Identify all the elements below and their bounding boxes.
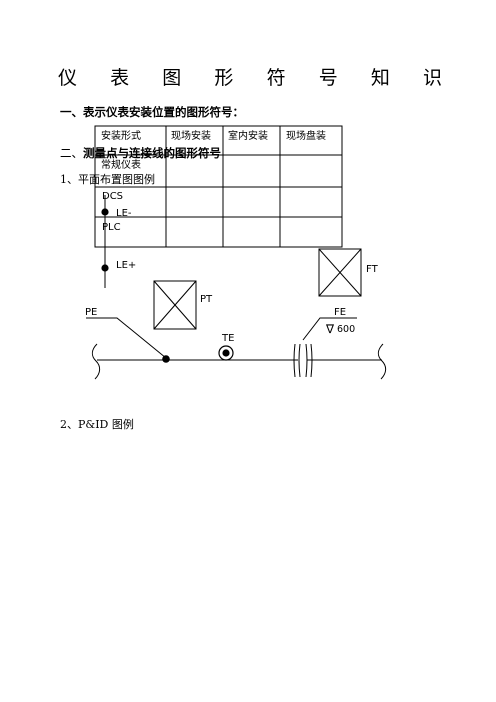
le-plus-dot [101, 264, 109, 272]
table-header: 现场盘装 [286, 129, 326, 142]
item-1-heading: 1、平面布置图图例 [60, 173, 155, 186]
ft-box [318, 248, 362, 297]
fe-label: FE [334, 307, 346, 318]
flange-left [293, 343, 296, 378]
title-char: 符 [266, 67, 286, 89]
section-2-text: 测量点与连接线的图形符号 [83, 146, 221, 160]
te-thermowell-dot [222, 349, 230, 357]
le-plus-label: LE+ [116, 260, 136, 271]
item-2-heading: 2、P&ID 图例 [60, 418, 134, 431]
pt-label: PT [200, 294, 213, 305]
title-char: 识 [422, 67, 442, 89]
pt-instrument-box [153, 280, 197, 330]
le-minus-dot [101, 208, 109, 216]
pipe-break-left [91, 343, 101, 380]
section-1-heading: 一、表示仪表安装位置的图形符号： [60, 105, 244, 119]
level-electrodes-symbol [101, 195, 109, 288]
pt-box-diagonal [153, 280, 197, 330]
flange-right [305, 343, 308, 378]
ft-label: FT [366, 264, 379, 275]
orifice-plate-symbol [293, 343, 313, 378]
pe-tap-point [162, 355, 170, 363]
fe-leader-line [302, 317, 357, 341]
table-row-label: DCS [102, 191, 123, 202]
process-pipe [91, 343, 387, 380]
title-char: 形 [214, 67, 234, 89]
fe-triangle-icon: ∇ [325, 322, 335, 336]
ft-box-diagonal [318, 248, 362, 297]
table-header: 现场安装 [171, 129, 211, 142]
te-label: TE [221, 333, 234, 344]
ft-instrument-box [318, 248, 362, 297]
section-2-heading: 二、测量点与连接线的图形符号 [60, 145, 221, 161]
title-char: 号 [318, 67, 338, 89]
le-minus-label: LE- [116, 208, 132, 219]
section-2-prefix: 二、 [60, 146, 83, 160]
title-char: 表 [110, 67, 130, 89]
title-char: 仪 [58, 67, 78, 89]
install-position-table [94, 125, 343, 248]
table-header: 安装形式 [101, 129, 141, 142]
table-row-label: 常规仪表 [101, 158, 141, 171]
pe-label: PE [85, 307, 97, 318]
pipe-break-right [377, 343, 387, 380]
title-char: 图 [162, 67, 182, 89]
table-row-label: PLC [102, 222, 121, 233]
pt-box [153, 280, 197, 330]
pe-leader-line [86, 317, 167, 359]
title-char: 知 [370, 67, 390, 89]
document-title: 仪 表 图 形 符 号 知 识 [58, 63, 442, 90]
flange-left [298, 343, 301, 378]
table-header: 室内安装 [228, 129, 268, 142]
fe-value: 600 [337, 324, 355, 335]
flange-right [310, 343, 313, 378]
